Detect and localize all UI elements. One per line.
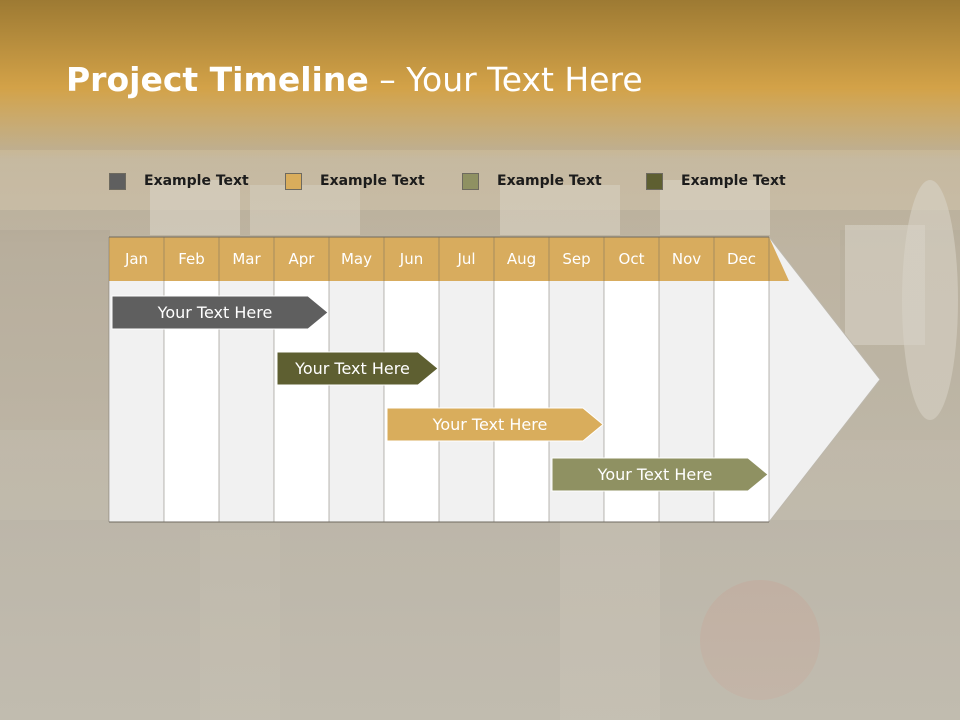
legend-item: Example Text xyxy=(109,170,249,192)
legend-label: Example Text xyxy=(144,173,249,189)
title-bold: Project Timeline xyxy=(66,60,369,99)
task-bar xyxy=(386,407,604,442)
legend-label: Example Text xyxy=(681,173,786,189)
task-bar xyxy=(111,295,329,330)
month-label: Apr xyxy=(288,250,315,268)
task-label: Your Text Here xyxy=(597,465,713,484)
month-label: Feb xyxy=(178,250,205,268)
month-label: Jul xyxy=(457,250,476,268)
month-label: May xyxy=(340,250,372,268)
month-label: Dec xyxy=(726,250,757,268)
legend-swatch xyxy=(646,172,663,190)
title-rest: – Your Text Here xyxy=(368,60,643,99)
task-bar xyxy=(551,457,769,492)
legend-label: Example Text xyxy=(497,173,602,189)
legend-label: Example Text xyxy=(320,173,425,189)
month-column xyxy=(439,281,494,522)
legend-swatch xyxy=(462,172,479,190)
legend-swatch xyxy=(109,172,126,190)
legend-swatch xyxy=(285,172,302,190)
task-label: Your Text Here xyxy=(295,359,410,378)
month-label: Nov xyxy=(671,250,702,268)
legend-item: Example Text xyxy=(285,170,425,192)
month-label: Aug xyxy=(506,250,537,268)
month-label: Mar xyxy=(232,250,261,268)
task-bar xyxy=(276,351,439,386)
month-label: Jun xyxy=(399,250,424,268)
month-label: Sep xyxy=(562,250,591,268)
page-title: Project Timeline – Your Text Here xyxy=(66,60,643,99)
month-label: Oct xyxy=(618,250,645,268)
legend-item: Example Text xyxy=(646,170,786,192)
legend-item: Example Text xyxy=(462,170,602,192)
month-column xyxy=(329,281,384,522)
month-column xyxy=(384,281,439,522)
task-label: Your Text Here xyxy=(432,415,548,434)
month-column xyxy=(494,281,549,522)
task-label: Your Text Here xyxy=(157,303,273,322)
month-header-band xyxy=(109,237,789,281)
month-label: Jan xyxy=(124,250,149,268)
